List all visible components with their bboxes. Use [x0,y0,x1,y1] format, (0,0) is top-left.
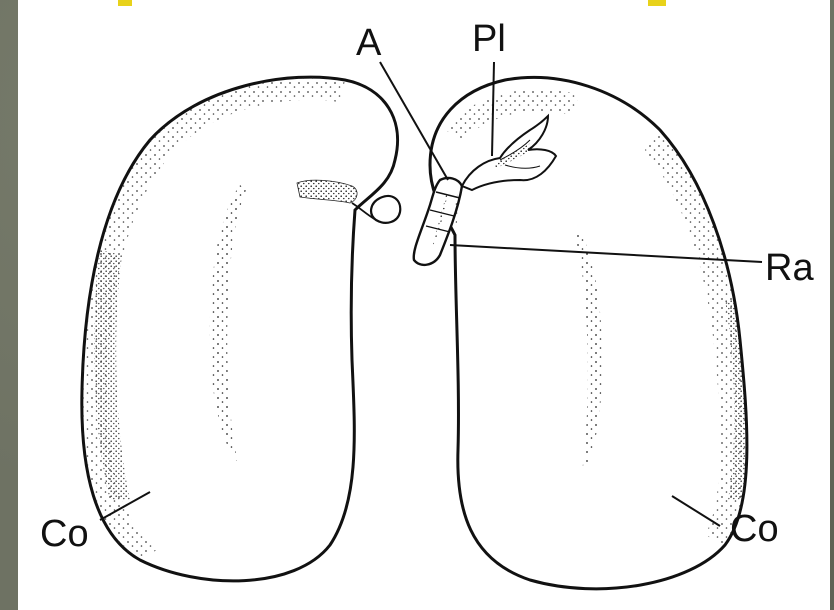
right-cotyledon [430,77,749,588]
left-cotyledon [82,77,400,581]
label-cotyledon-left: Co [40,515,89,553]
label-plumule: Pl [472,20,506,58]
label-cotyledon-right: Co [730,510,779,548]
label-axis: A [356,24,381,62]
label-radicle: Ra [765,249,814,287]
